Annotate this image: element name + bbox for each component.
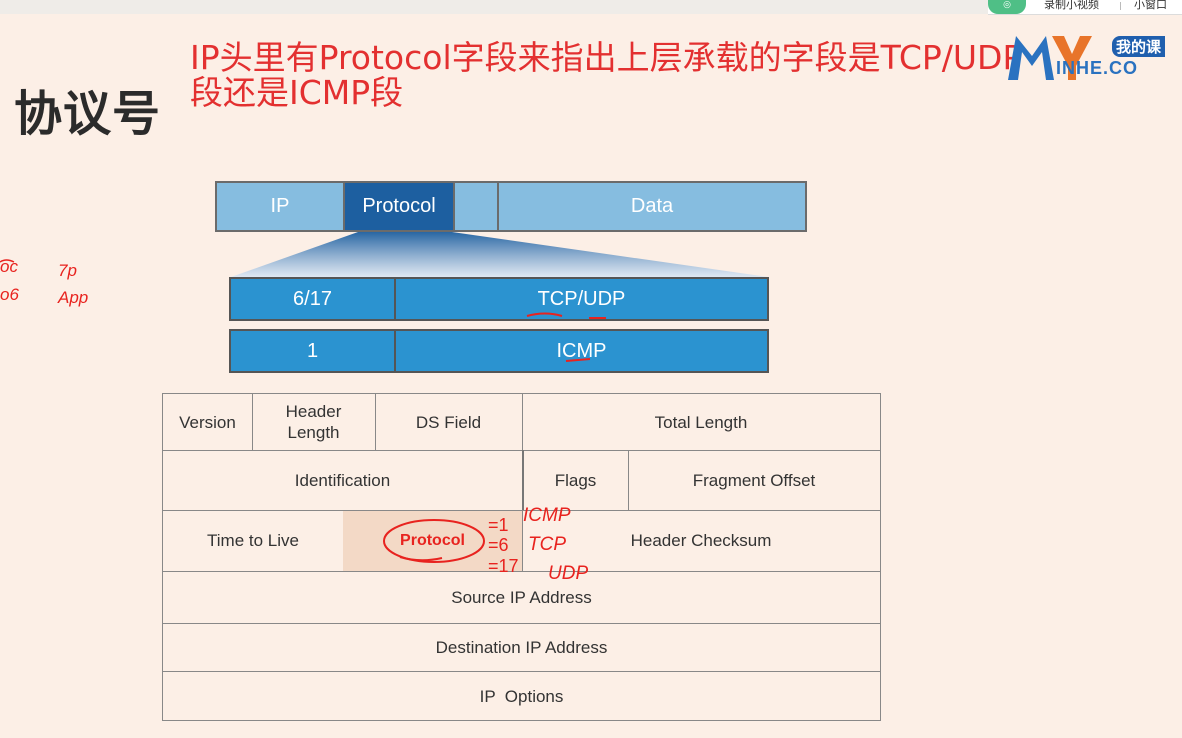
note-left-bottom: o6 [0, 285, 19, 304]
row-divider [163, 571, 880, 572]
protocol-number: 1 [231, 331, 396, 371]
protocol-name: TCP/UDP [537, 287, 626, 310]
row-divider [163, 510, 880, 511]
packet-ip: IP [217, 183, 345, 230]
note-left-app-top: 7p [58, 261, 77, 280]
col-divider [252, 394, 253, 450]
logo-en-text: INHE.CO [1056, 58, 1139, 78]
record-icon[interactable]: ◎ [988, 0, 1026, 14]
packet-data: Data [499, 183, 805, 230]
row-divider [163, 671, 880, 672]
packet-gap [455, 183, 499, 230]
ip-header-table: Version Header Length DS Field Total Len… [162, 393, 881, 721]
protocol-name: ICMP [556, 339, 607, 362]
field-version: Version [179, 412, 236, 432]
field-ds: DS Field [415, 412, 482, 432]
recorder-toolbar: ◎ 录制小视频 小窗口 [988, 0, 1182, 15]
row-divider [163, 623, 880, 624]
protocol-row-icmp: 1 ICMP [229, 329, 769, 373]
row-divider [163, 450, 880, 451]
field-flags: Flags [554, 470, 597, 490]
small-window-button[interactable]: 小窗口 [1134, 0, 1167, 11]
col-divider [375, 394, 376, 450]
col-divider [522, 450, 524, 510]
col-divider [522, 510, 523, 571]
field-header-checksum: Header Checksum [630, 531, 772, 550]
logo-mark [1008, 36, 1092, 80]
field-ttl: Time to Live [207, 531, 299, 550]
logo-cn-text: 我的课 [1112, 36, 1166, 57]
slide-subtitle: IP头里有Protocol字段来指出上层承载的字段是TCP/UDP段还是ICMP… [190, 38, 1023, 112]
col-divider [628, 450, 629, 510]
packet-bar: IP Protocol Data [215, 181, 807, 232]
field-fragment-offset: Fragment Offset [692, 470, 816, 490]
col-divider [522, 394, 523, 450]
field-identification: Identification [294, 470, 391, 490]
note-left-app: App [57, 288, 88, 307]
field-protocol: Protocol [400, 532, 465, 549]
field-ip-options: IP Options [479, 686, 564, 706]
top-strip [0, 0, 1182, 14]
toolbar-divider [1120, 2, 1121, 10]
protocol-row-tcp-udp: 6/17 TCP/UDP [229, 277, 769, 321]
note-left-top: oc [0, 257, 18, 276]
field-source-ip: Source IP Address [451, 587, 592, 607]
slide-title: 协议号 [14, 86, 162, 142]
record-video-button[interactable]: 录制小视频 [1044, 0, 1099, 11]
field-total-length: Total Length [654, 412, 748, 432]
field-header-length: Header Length [285, 402, 342, 442]
protocol-number: 6/17 [231, 279, 396, 319]
field-dest-ip: Destination IP Address [435, 637, 608, 657]
packet-protocol: Protocol [345, 183, 455, 230]
